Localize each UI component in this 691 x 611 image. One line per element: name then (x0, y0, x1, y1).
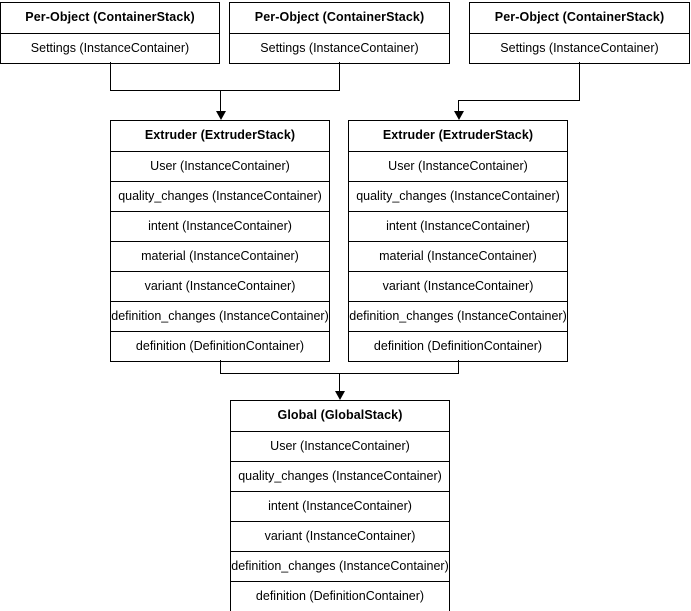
arrow-into-extruder-1 (216, 111, 226, 120)
edge-to-extruder-1-stem (220, 90, 221, 113)
node-row: definition (DefinitionContainer) (349, 331, 567, 361)
node-header: Extruder (ExtruderStack) (382, 128, 534, 142)
node-row: quality_changes (InstanceContainer) (349, 181, 567, 211)
arrow-into-extruder-2 (454, 111, 464, 120)
node-header: Extruder (ExtruderStack) (144, 128, 296, 142)
edge-to-extruder-2-stem (458, 100, 459, 113)
edge-to-global-stem (339, 373, 340, 393)
node-row: intent (InstanceContainer) (349, 211, 567, 241)
node-row: variant (InstanceContainer) (231, 521, 449, 551)
edge-per-object-3-to-extruder-2-drop (579, 62, 580, 100)
edge-extruder-2-to-global-drop (458, 360, 459, 374)
node-row: User (InstanceContainer) (349, 151, 567, 181)
node-header: Per-Object (ContainerStack) (494, 10, 665, 24)
node-row: material (InstanceContainer) (111, 241, 329, 271)
edge-per-object-1-to-extruder-1-drop (110, 62, 111, 90)
node-per-object-1[interactable]: Per-Object (ContainerStack) Settings (In… (0, 2, 220, 64)
node-row: Settings (InstanceContainer) (1, 33, 219, 63)
node-extruder-2[interactable]: Extruder (ExtruderStack) User (InstanceC… (348, 120, 568, 362)
node-row: intent (InstanceContainer) (111, 211, 329, 241)
node-row: quality_changes (InstanceContainer) (111, 181, 329, 211)
node-row: definition (DefinitionContainer) (111, 331, 329, 361)
node-row: User (InstanceContainer) (111, 151, 329, 181)
node-row: User (InstanceContainer) (231, 431, 449, 461)
node-header: Per-Object (ContainerStack) (254, 10, 425, 24)
edge-per-object-3-to-extruder-2-run (458, 100, 580, 101)
node-row: definition (DefinitionContainer) (231, 581, 449, 611)
node-row: quality_changes (InstanceContainer) (231, 461, 449, 491)
edge-per-object-2-to-extruder-1-drop (339, 62, 340, 90)
edge-extruder-1-to-global-drop (220, 360, 221, 374)
node-extruder-1[interactable]: Extruder (ExtruderStack) User (InstanceC… (110, 120, 330, 362)
arrow-into-global (335, 391, 345, 400)
node-row: variant (InstanceContainer) (349, 271, 567, 301)
edge-bus-to-extruder-1 (110, 90, 340, 91)
node-row: definition_changes (InstanceContainer) (111, 301, 329, 331)
node-header: Global (GlobalStack) (277, 408, 403, 422)
node-row: intent (InstanceContainer) (231, 491, 449, 521)
node-per-object-2[interactable]: Per-Object (ContainerStack) Settings (In… (229, 2, 450, 64)
node-row: Settings (InstanceContainer) (470, 33, 689, 63)
node-row: material (InstanceContainer) (349, 241, 567, 271)
node-row: Settings (InstanceContainer) (230, 33, 449, 63)
node-global[interactable]: Global (GlobalStack) User (InstanceConta… (230, 400, 450, 611)
node-row: definition_changes (InstanceContainer) (349, 301, 567, 331)
node-per-object-3[interactable]: Per-Object (ContainerStack) Settings (In… (469, 2, 690, 64)
node-row: variant (InstanceContainer) (111, 271, 329, 301)
node-header: Per-Object (ContainerStack) (25, 10, 195, 24)
node-row: definition_changes (InstanceContainer) (231, 551, 449, 581)
